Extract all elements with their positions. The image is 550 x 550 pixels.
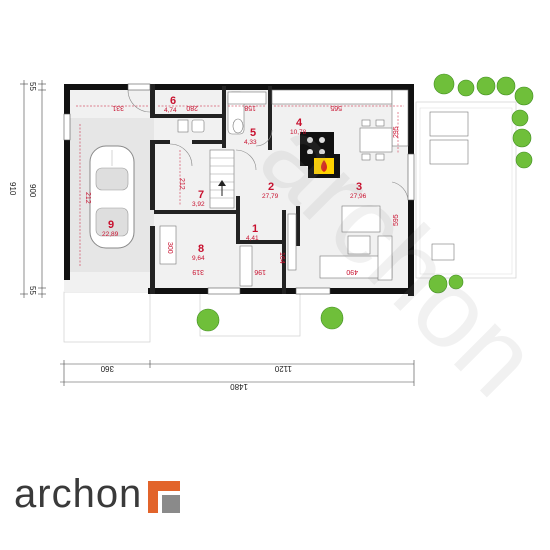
exterior-dimension-labels: 55 900 55 910 360 1120 1480	[8, 82, 292, 391]
dim-212-garage: 212	[84, 192, 91, 204]
room-number-labels: 1 2 3 4 5 6 7 8 9	[108, 95, 362, 255]
room-1-number: 1	[252, 223, 258, 235]
door-swings	[127, 89, 409, 201]
fireplace-icon	[308, 154, 340, 178]
room-6-area: 4,74	[164, 107, 177, 114]
dim-295: 295	[393, 126, 400, 138]
room-6-number: 6	[170, 95, 176, 107]
room-5-number: 5	[250, 127, 256, 139]
interior-walls	[150, 84, 300, 294]
dim-55-top: 55	[28, 82, 37, 91]
dim-164: 164	[278, 252, 285, 264]
staircase	[209, 149, 235, 209]
dim-900: 900	[28, 184, 37, 198]
room-9-area: 22,89	[102, 231, 119, 238]
room-7-number: 7	[198, 189, 204, 201]
room-3-area: 27,96	[350, 193, 367, 200]
dim-595: 595	[393, 214, 400, 226]
dim-212-stair: 212	[178, 178, 185, 190]
dining-table	[359, 119, 393, 161]
car-icon	[89, 145, 135, 249]
room-8-area: 9,64	[192, 255, 205, 262]
interior-dimension-labels: 331 280 158 565 212 212 295 300 319 196 …	[84, 104, 400, 275]
living-furniture	[319, 205, 393, 281]
room-area-labels: 4,41 27,79 27,96 10,78 4,33 4,74 3,92 9,…	[102, 107, 367, 262]
bathroom-fixtures	[177, 91, 267, 135]
interior-dimension-lines	[76, 105, 404, 266]
dim-319: 319	[192, 268, 204, 275]
dim-1480: 1480	[230, 382, 248, 391]
dim-565: 565	[330, 104, 342, 111]
dim-910: 910	[8, 182, 17, 196]
exterior-dimension-lines	[20, 80, 415, 386]
dim-196: 196	[254, 268, 266, 275]
exterior-walls	[64, 84, 414, 296]
dim-158: 158	[244, 104, 256, 111]
dim-490: 490	[346, 268, 358, 275]
room-2-number: 2	[268, 181, 274, 193]
room-8-number: 8	[198, 243, 204, 255]
dim-55-bottom: 55	[28, 286, 37, 295]
room-1-area: 4,41	[246, 235, 259, 242]
windows	[63, 83, 415, 295]
room-4-number: 4	[296, 117, 303, 129]
dim-331: 331	[112, 104, 124, 111]
terrace-furniture	[429, 111, 469, 261]
room-cabinets	[159, 213, 297, 287]
room-2-area: 27,79	[262, 193, 279, 200]
terrace-inner-edge	[419, 107, 513, 275]
room-9-number: 9	[108, 219, 114, 231]
archon-logo: archon	[14, 472, 181, 516]
room-5-area: 4,33	[244, 139, 257, 146]
stair-arrow-icon	[218, 180, 226, 196]
kitchen-fixtures	[271, 89, 409, 166]
logo-text: archon	[14, 472, 143, 516]
plant-icon	[196, 73, 534, 332]
driveway	[63, 291, 151, 343]
dim-300: 300	[166, 242, 173, 254]
room-4-area: 10,78	[290, 129, 307, 136]
dim-360: 360	[100, 364, 114, 373]
room-3-number: 3	[356, 181, 362, 193]
logo-mark-icon	[148, 481, 181, 513]
dim-280: 280	[186, 104, 198, 111]
dim-1120: 1120	[274, 364, 292, 373]
room-7-area: 3,92	[192, 201, 205, 208]
